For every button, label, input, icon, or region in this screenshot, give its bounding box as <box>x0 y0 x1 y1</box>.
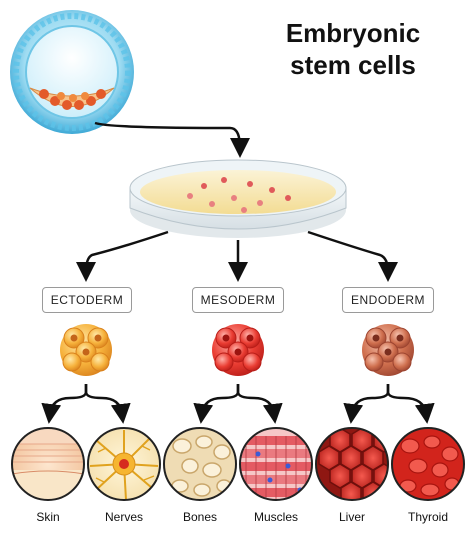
thyroid-tissue-icon <box>391 427 465 501</box>
endoderm-label: ENDODERM <box>342 287 434 313</box>
mesoderm-label: MESODERM <box>192 287 284 313</box>
nerve-cell-icon <box>87 427 161 501</box>
tissue-label-nerves: Nerves <box>104 510 143 524</box>
ectoderm-cell-cluster-icon <box>60 324 112 376</box>
tissue-label-liver: Liver <box>338 510 365 524</box>
endoderm-cell-cluster-icon <box>362 324 414 376</box>
mesoderm-cell-cluster-icon <box>212 324 264 376</box>
arrows-to-germ-layers <box>76 230 398 282</box>
muscle-tissue-icon <box>239 427 313 501</box>
skin-icon <box>11 427 85 501</box>
liver-tissue-icon <box>315 427 389 501</box>
tissue-label-skin: Skin <box>36 510 60 524</box>
arrow-to-dish <box>94 121 250 158</box>
ectoderm-label: ECTODERM <box>42 287 132 313</box>
tissue-label-thyroid: Thyroid <box>407 510 448 524</box>
petri-dish-icon <box>129 159 347 238</box>
title-line-2: stem cells <box>290 50 416 80</box>
arrows-to-tissues <box>41 384 435 424</box>
title-line-1: Embryonic <box>285 18 421 48</box>
bone-tissue-icon <box>163 427 237 501</box>
tissue-label-muscles: Muscles <box>253 510 298 524</box>
blastocyst-icon <box>10 10 134 134</box>
tissue-label-bones: Bones <box>182 510 218 524</box>
